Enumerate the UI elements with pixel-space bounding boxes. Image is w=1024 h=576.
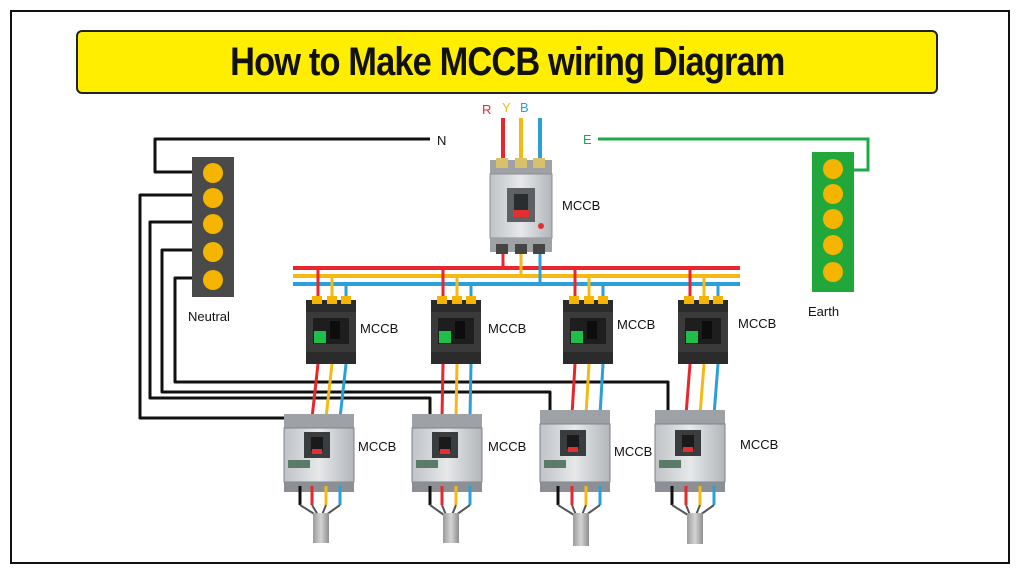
upper-mccb-2 (431, 268, 481, 364)
earth-supply-wire (598, 137, 870, 172)
upper-mccb-label-3: MCCB (617, 317, 655, 332)
earth-line-label: E (583, 132, 592, 147)
lower-mccb-1 (283, 414, 355, 543)
phase-busbars (293, 266, 740, 286)
main-mccb (489, 158, 553, 254)
lower-mccb-label-1: MCCB (358, 439, 396, 454)
lower-mccb-label-4: MCCB (740, 437, 778, 452)
neutral-supply-wire (153, 137, 430, 174)
neutral-wire-4 (173, 276, 670, 415)
neutral-bar-label: Neutral (188, 309, 230, 324)
upper-mccb-1 (306, 268, 356, 364)
main-mccb-label: MCCB (562, 198, 600, 213)
lower-mccb-3 (539, 410, 611, 546)
neutral-wire-2 (148, 220, 432, 420)
phase-r-label: R (482, 102, 491, 117)
incoming-phase-wires (501, 118, 542, 162)
earth-bar (812, 152, 854, 292)
interconnect-wires (310, 363, 720, 419)
upper-mccb-4 (678, 268, 728, 364)
upper-mccb-label-2: MCCB (488, 321, 526, 336)
upper-mccb-label-1: MCCB (360, 321, 398, 336)
title-banner: How to Make MCCB wiring Diagram (76, 30, 938, 94)
diagram-frame (10, 10, 1010, 564)
phase-y-label: Y (502, 100, 511, 115)
lower-mccb-4 (654, 410, 726, 544)
lower-mccb-label-3: MCCB (614, 444, 652, 459)
earth-bar-label: Earth (808, 304, 839, 319)
lower-mccb-2 (411, 414, 483, 543)
upper-mccb-label-4: MCCB (738, 316, 776, 331)
neutral-bar (192, 157, 234, 297)
neutral-wiring (138, 137, 670, 420)
neutral-line-label: N (437, 133, 446, 148)
lower-mccb-label-2: MCCB (488, 439, 526, 454)
upper-mccb-group (306, 268, 728, 364)
neutral-wire-1 (138, 193, 288, 420)
neutral-wire-3 (160, 248, 552, 415)
lower-mccb-group (283, 410, 726, 546)
phase-b-label: B (520, 100, 529, 115)
diagram-title: How to Make MCCB wiring Diagram (229, 39, 785, 84)
upper-mccb-3 (563, 268, 613, 364)
